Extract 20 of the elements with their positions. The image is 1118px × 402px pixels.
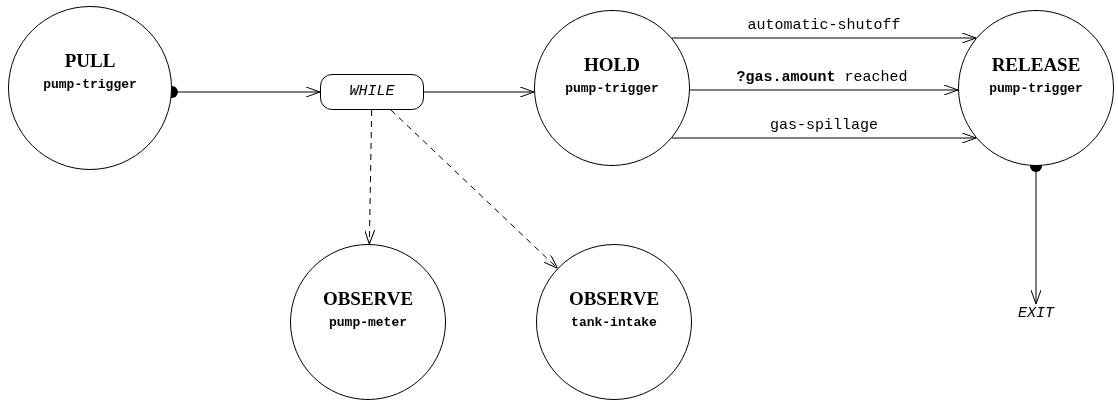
edge-label: gas-spillage: [768, 117, 880, 135]
arrow: [671, 132, 977, 144]
exit-label: EXIT: [1006, 304, 1066, 324]
state-object: pump-trigger: [43, 77, 137, 92]
state-name: RELEASE: [991, 55, 1081, 75]
arrow: [671, 32, 977, 44]
loop-box: WHILE: [320, 74, 424, 110]
arrow: [390, 109, 558, 269]
state-object: pump-trigger: [989, 81, 1083, 96]
state-name: OBSERVE: [322, 289, 414, 309]
arrow: [423, 86, 535, 98]
state-name: OBSERVE: [568, 289, 660, 309]
state-name: PULL: [64, 51, 116, 71]
state-name: HOLD: [584, 55, 640, 75]
state-object: pump-trigger: [565, 81, 659, 96]
state-object: tank-intake: [571, 315, 657, 330]
arrow: [364, 109, 376, 245]
state-object: pump-meter: [329, 315, 407, 330]
edge-label: ?gas.amount reached: [734, 69, 910, 87]
arrow: [689, 84, 959, 96]
